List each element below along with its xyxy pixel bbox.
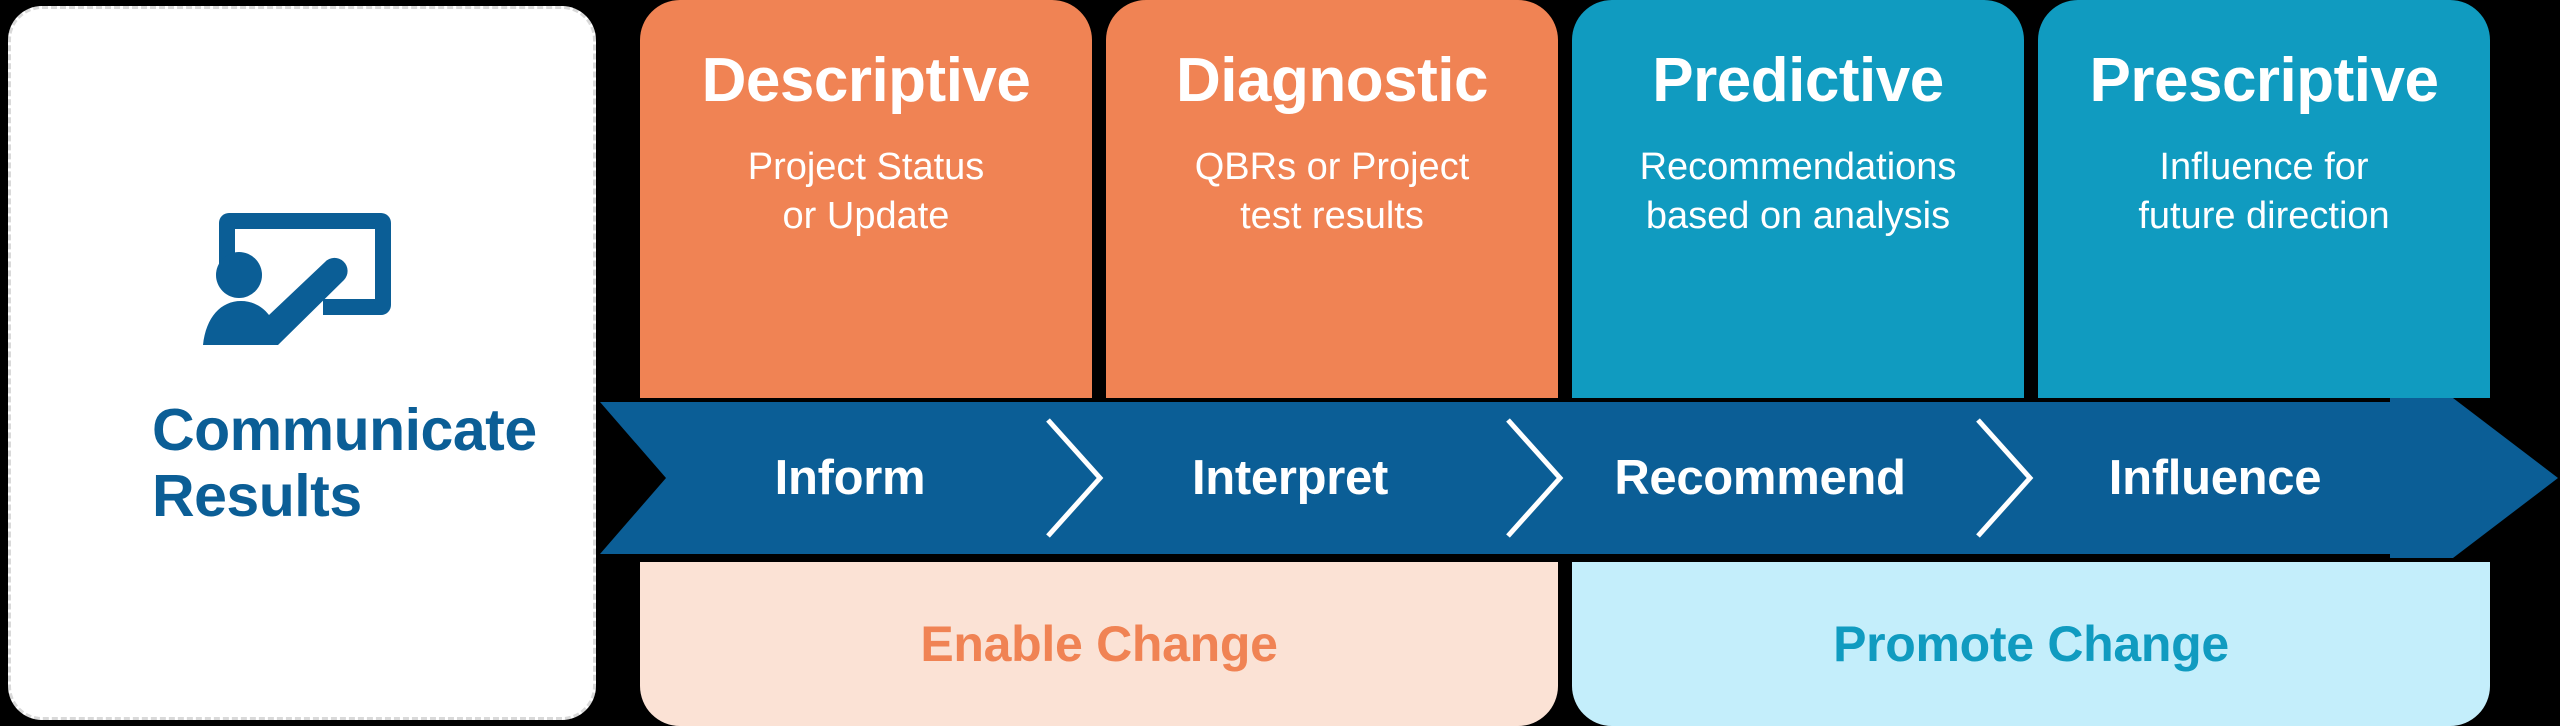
chevron-right-icon [1046,418,1104,538]
stage-card-title: Prescriptive [2089,46,2440,115]
stage-card-subtitle: Recommendations based on analysis [1624,143,1973,240]
presenter-whiteboard-icon [203,212,391,345]
stage-card-subtitle-line2: test results [1240,194,1424,237]
page-title-line2: Results [152,463,362,529]
stage-card-subtitle-line1: Project Status [747,146,985,189]
band-label-inform[interactable]: Inform [774,451,926,505]
stage-card-title: Diagnostic [1176,46,1488,115]
page-title-line1: Communicate [152,396,537,463]
stage-card-predictive[interactable]: Predictive Recommendations based on anal… [1572,0,2024,398]
stage-card-subtitle: Project Status or Update [732,143,1001,240]
band-label-interpret[interactable]: Interpret [1191,451,1389,505]
stage-cards-row: Descriptive Project Status or Update Dia… [640,0,2490,398]
band-label-influence[interactable]: Influence [2108,451,2322,505]
stage-card-subtitle-line1: Influence for [2159,146,2369,189]
stage-card-subtitle-line1: QBRs or Project [1194,146,1470,189]
process-arrow-band: Inform Interpret Recommend Influence [600,398,2560,558]
page-title: Communicate Results [152,396,537,529]
outcome-banner-promote-change[interactable]: Promote Change [1572,562,2490,726]
band-body [600,398,2558,558]
stage-card-subtitle: Influence for future direction [2122,143,2405,240]
band-label-recommend[interactable]: Recommend [1614,451,1906,505]
communicate-results-card: Communicate Results [8,6,596,720]
chevron-right-icon [1976,418,2034,538]
stage-card-title: Predictive [1652,46,1944,115]
stage-card-prescriptive[interactable]: Prescriptive Influence for future direct… [2038,0,2490,398]
stage-card-subtitle-line1: Recommendations [1639,146,1957,189]
outcome-banner-row: Enable Change Promote Change [640,562,2490,726]
band-label-row: Inform Interpret Recommend Influence [600,398,2560,558]
band-shape [600,398,2558,558]
stage-card-title: Descriptive [701,46,1031,115]
stage-card-subtitle-line2: future direction [2138,194,2390,237]
outcome-banner-enable-change[interactable]: Enable Change [640,562,1558,726]
stage-card-subtitle-line2: based on analysis [1645,194,1951,237]
stage-card-subtitle: QBRs or Project test results [1179,143,1486,240]
stage-card-descriptive[interactable]: Descriptive Project Status or Update [640,0,1092,398]
chevron-right-icon [1506,418,1564,538]
stage-card-subtitle-line2: or Update [782,194,950,237]
stage-card-diagnostic[interactable]: Diagnostic QBRs or Project test results [1106,0,1558,398]
